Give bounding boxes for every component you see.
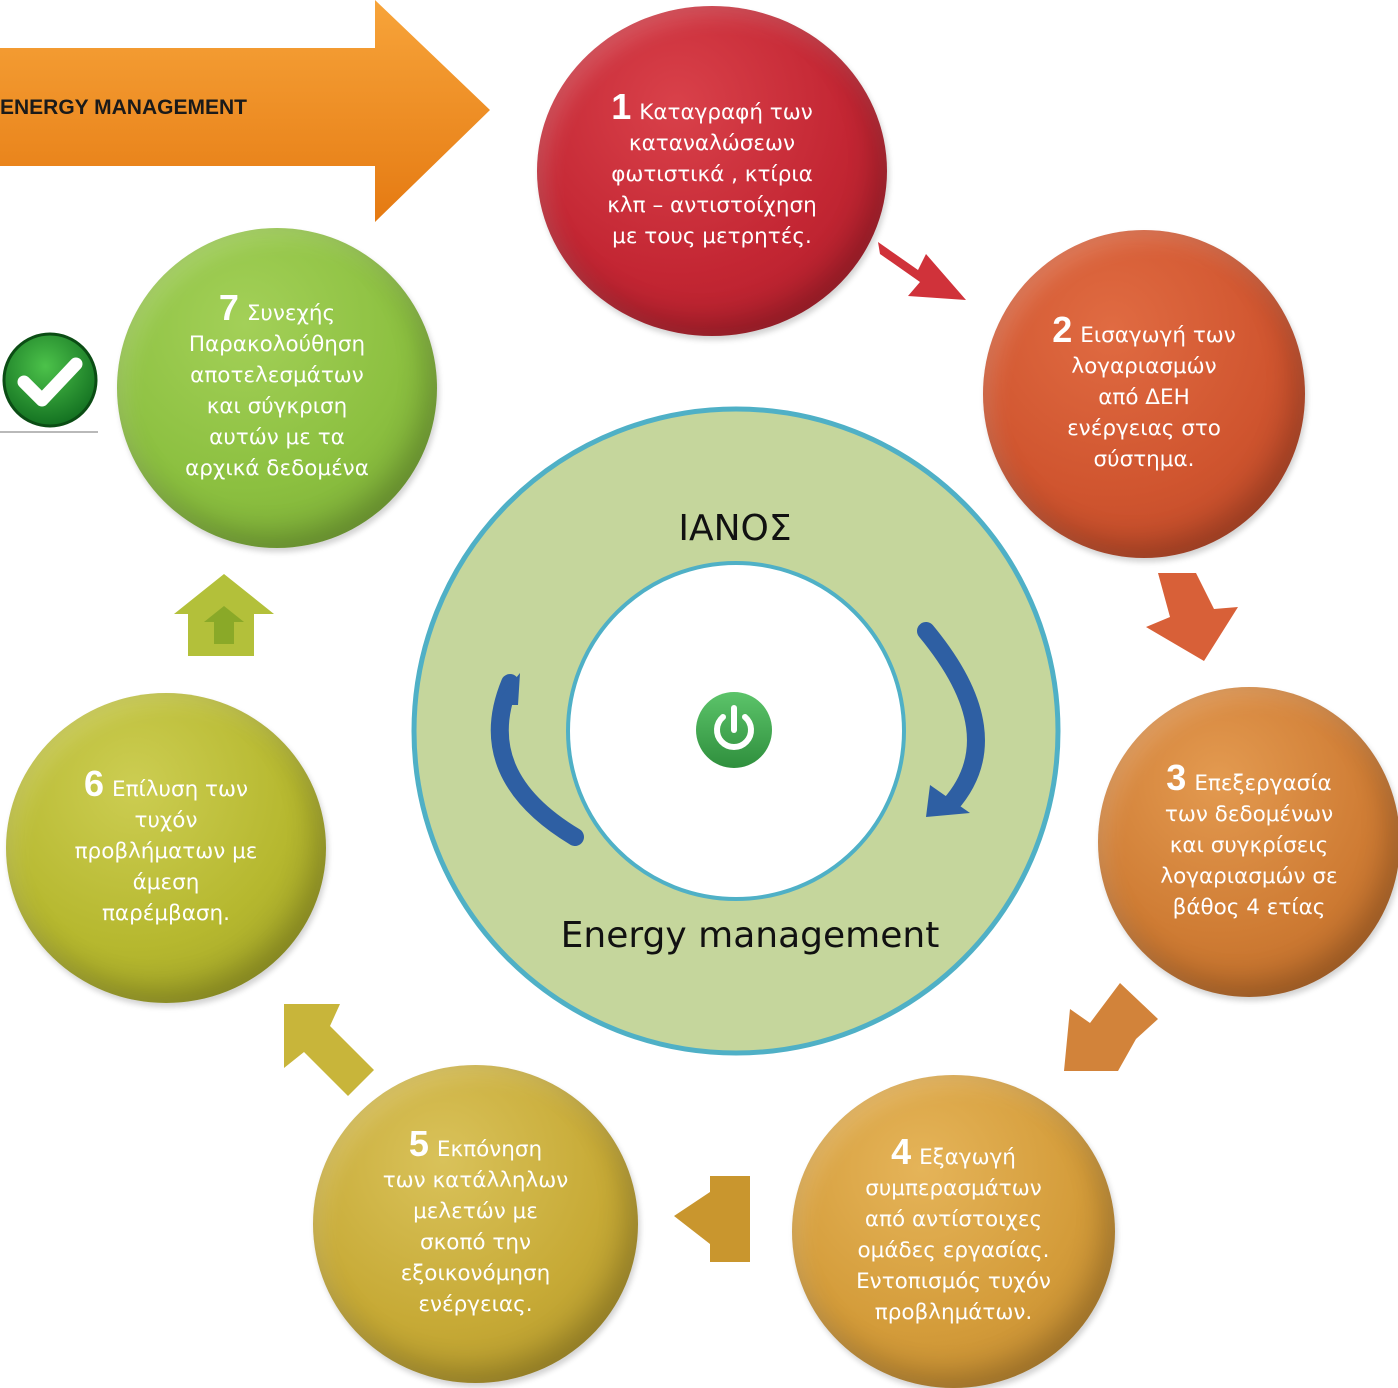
step-3-line: των δεδομένων — [1164, 801, 1334, 827]
banner-arrow — [0, 0, 490, 222]
step-5-line: Εκπόνηση — [436, 1137, 543, 1162]
step-5-line: σκοπό την — [420, 1230, 531, 1255]
step-4-number: 4 — [891, 1130, 912, 1172]
step-7-line: Συνεχής — [246, 301, 336, 326]
step-5-line: εξοικονόμηση — [400, 1261, 551, 1286]
step-5-line: μελετών με — [413, 1199, 538, 1224]
step-5-circle: 5 Εκπόνηση των κατάλληλων μελετών με σκοπ… — [313, 1065, 638, 1383]
step-7-line: αρχικά δεδομένα — [185, 456, 369, 481]
step-2-line: Εισαγωγή των — [1080, 322, 1236, 348]
connector-arrow-3-4 — [1064, 983, 1158, 1071]
connector-arrow-2-3 — [1146, 573, 1238, 661]
step-2-number: 2 — [1052, 308, 1073, 350]
step-4-text: 4 Εξαγωγή συμπερασμάτων από αντίστοιχες ο… — [856, 1133, 1051, 1328]
power-icon[interactable] — [694, 690, 774, 770]
step-7-line: αποτελεσμάτων — [190, 363, 364, 388]
step-1-text: 1 Καταγραφή των καταναλώσεων φωτιστικά , … — [607, 88, 817, 252]
step-2-line: από ΔΕΗ — [1098, 384, 1190, 410]
step-2-line: ενέργειας στο — [1067, 415, 1221, 441]
step-5-number: 5 — [408, 1123, 429, 1164]
center-subtitle: Energy management — [560, 915, 940, 956]
step-1-circle: 1 Καταγραφή των καταναλώσεων φωτιστικά , … — [537, 6, 887, 336]
step-4-line: Εξαγωγή — [919, 1144, 1016, 1170]
step-7-line: Παρακολούθηση — [188, 332, 366, 357]
step-7-line: και σύγκριση — [206, 394, 348, 419]
step-7-line: αυτών με τα — [209, 425, 345, 450]
step-5-line: ενέργειας. — [418, 1292, 533, 1317]
step-3-circle: 3 Επεξεργασία των δεδομένων και συγκρίσει… — [1098, 687, 1398, 997]
step-1-line: Καταγραφή των — [639, 99, 813, 125]
step-1-line: κλπ – αντιστοίχηση — [607, 192, 817, 218]
step-7-number: 7 — [218, 287, 239, 328]
step-6-line: παρέμβαση. — [101, 900, 231, 926]
step-2-line: λογαριασμών — [1071, 353, 1217, 379]
step-1-line: φωτιστικά , κτίρια — [611, 161, 813, 187]
step-4-line: συμπερασμάτων — [865, 1175, 1042, 1201]
step-4-line: από αντίστοιχες — [864, 1206, 1043, 1232]
step-5-line: των κατάλληλων — [382, 1168, 569, 1193]
step-6-line: τυχόν — [134, 807, 198, 833]
step-3-line: και συγκρίσεις — [1169, 832, 1329, 858]
center-title: ΙΑΝΟΣ — [678, 508, 792, 549]
step-3-line: λογαριασμών σε — [1160, 863, 1338, 889]
step-4-circle: 4 Εξαγωγή συμπερασμάτων από αντίστοιχες ο… — [792, 1075, 1115, 1388]
step-2-circle: 2 Εισαγωγή των λογαριασμών από ΔΕΗ ενέργε… — [983, 230, 1305, 558]
step-7-circle: 7 Συνεχής Παρακολούθηση αποτελεσμάτων και… — [117, 228, 437, 548]
step-3-line: βάθος 4 ετίας — [1172, 894, 1326, 920]
step-1-line: με τους μετρητές. — [612, 223, 812, 249]
step-1-number: 1 — [611, 85, 632, 127]
step-3-line: Επεξεργασία — [1194, 770, 1332, 796]
step-2-text: 2 Εισαγωγή των λογαριασμών από ΔΕΗ ενέργε… — [1052, 311, 1236, 475]
step-2-line: σύστημα. — [1093, 446, 1195, 472]
step-6-line: προβλήματων με — [74, 838, 258, 864]
step-6-number: 6 — [83, 762, 104, 804]
step-4-line: προβλημάτων. — [874, 1299, 1033, 1325]
step-4-line: Εντοπισμός τυχόν — [856, 1268, 1051, 1294]
home-icon — [174, 574, 274, 656]
cycle-arrow-right-icon — [917, 622, 985, 817]
step-6-line: άμεση — [132, 869, 200, 895]
step-3-text: 3 Επεξεργασία των δεδομένων και συγκρίσει… — [1160, 759, 1338, 923]
checkmark-icon — [0, 332, 98, 433]
connector-arrow-1-2 — [878, 242, 966, 300]
step-7-text: 7 Συνεχής Παρακολούθηση αποτελεσμάτων και… — [185, 290, 369, 484]
banner-label: ENERGY MANAGEMENT — [0, 96, 247, 119]
step-6-line: Επίλυση των — [112, 776, 249, 802]
connector-arrow-5-6 — [284, 1004, 374, 1096]
step-5-text: 5 Εκπόνηση των κατάλληλων μελετών με σκοπ… — [382, 1126, 569, 1320]
step-3-number: 3 — [1166, 756, 1187, 798]
connector-arrow-4-5 — [674, 1176, 750, 1262]
step-1-line: καταναλώσεων — [628, 130, 796, 156]
cycle-arrow-left-icon — [490, 673, 584, 846]
step-4-line: ομάδες εργασίας. — [857, 1237, 1050, 1263]
